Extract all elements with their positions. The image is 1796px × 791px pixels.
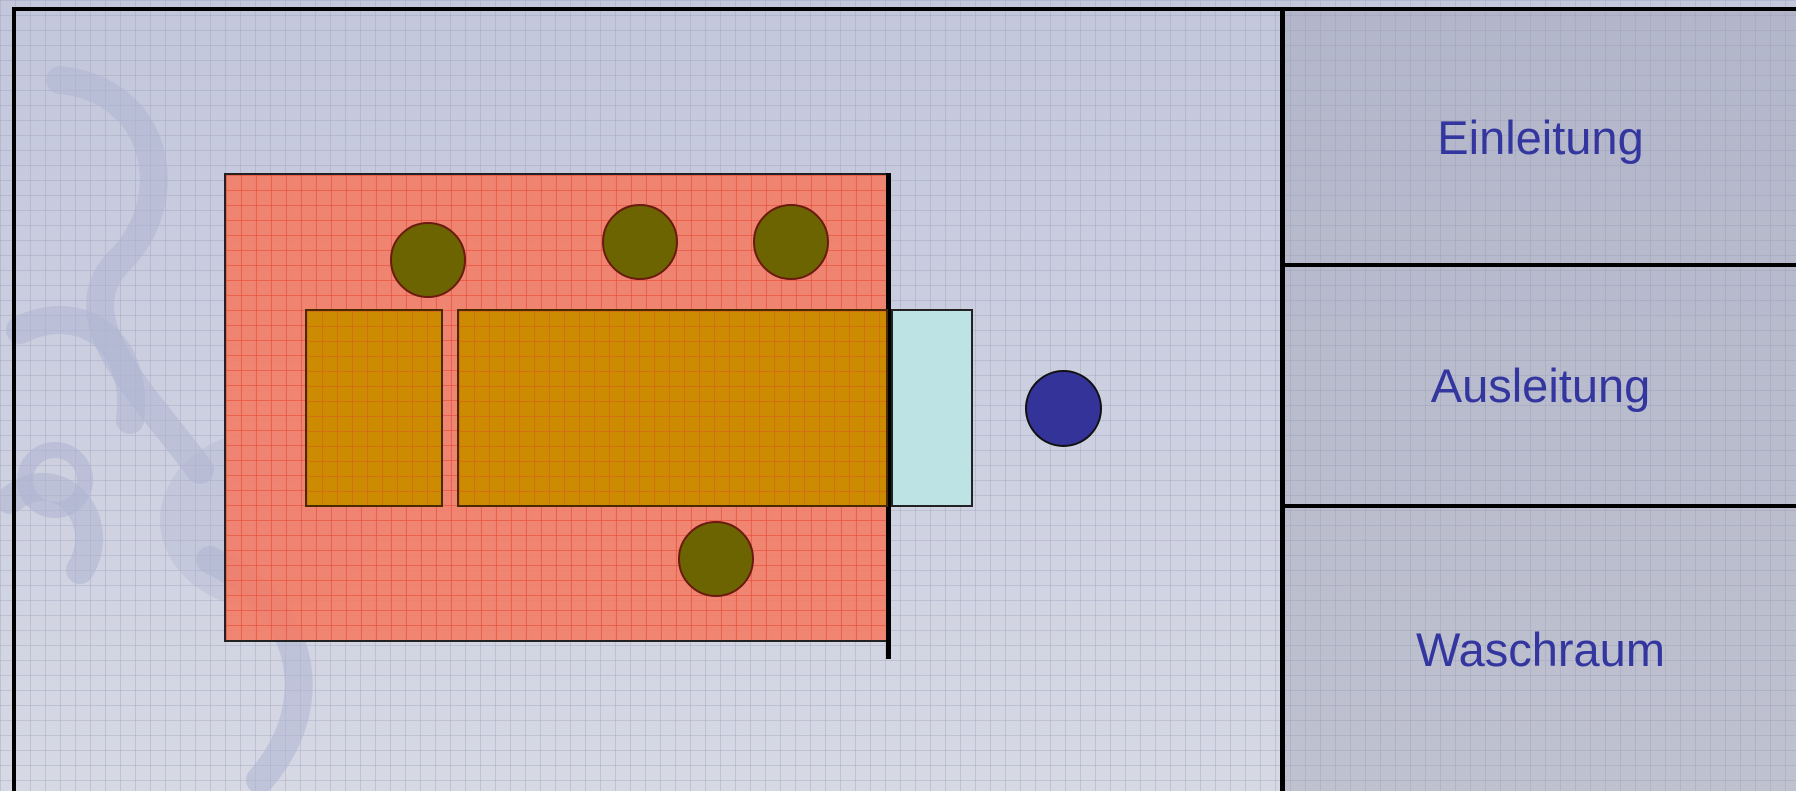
anesthesia-position-marker[interactable]	[1025, 370, 1102, 447]
table-extension[interactable]	[891, 309, 973, 507]
room-ausleitung[interactable]: Ausleitung	[1285, 267, 1796, 504]
room-waschraum-label: Waschraum	[1416, 623, 1665, 676]
room-ausleitung-label: Ausleitung	[1430, 359, 1651, 412]
room-einleitung-label: Einleitung	[1437, 110, 1644, 164]
staff-position-1[interactable]	[390, 222, 466, 298]
zone-boundary-wall	[886, 173, 891, 659]
room-divider-wall	[1280, 7, 1285, 791]
operating-table[interactable]	[457, 309, 888, 507]
side-table[interactable]	[305, 309, 443, 507]
staff-position-3[interactable]	[753, 204, 829, 280]
room-waschraum[interactable]: Waschraum	[1285, 508, 1796, 791]
staff-position-2[interactable]	[602, 204, 678, 280]
room-separator-2	[1285, 504, 1796, 508]
room-separator-1	[1285, 263, 1796, 267]
room-einleitung[interactable]: Einleitung	[1285, 11, 1796, 263]
staff-position-4[interactable]	[678, 521, 754, 597]
room-outline	[12, 7, 1796, 791]
